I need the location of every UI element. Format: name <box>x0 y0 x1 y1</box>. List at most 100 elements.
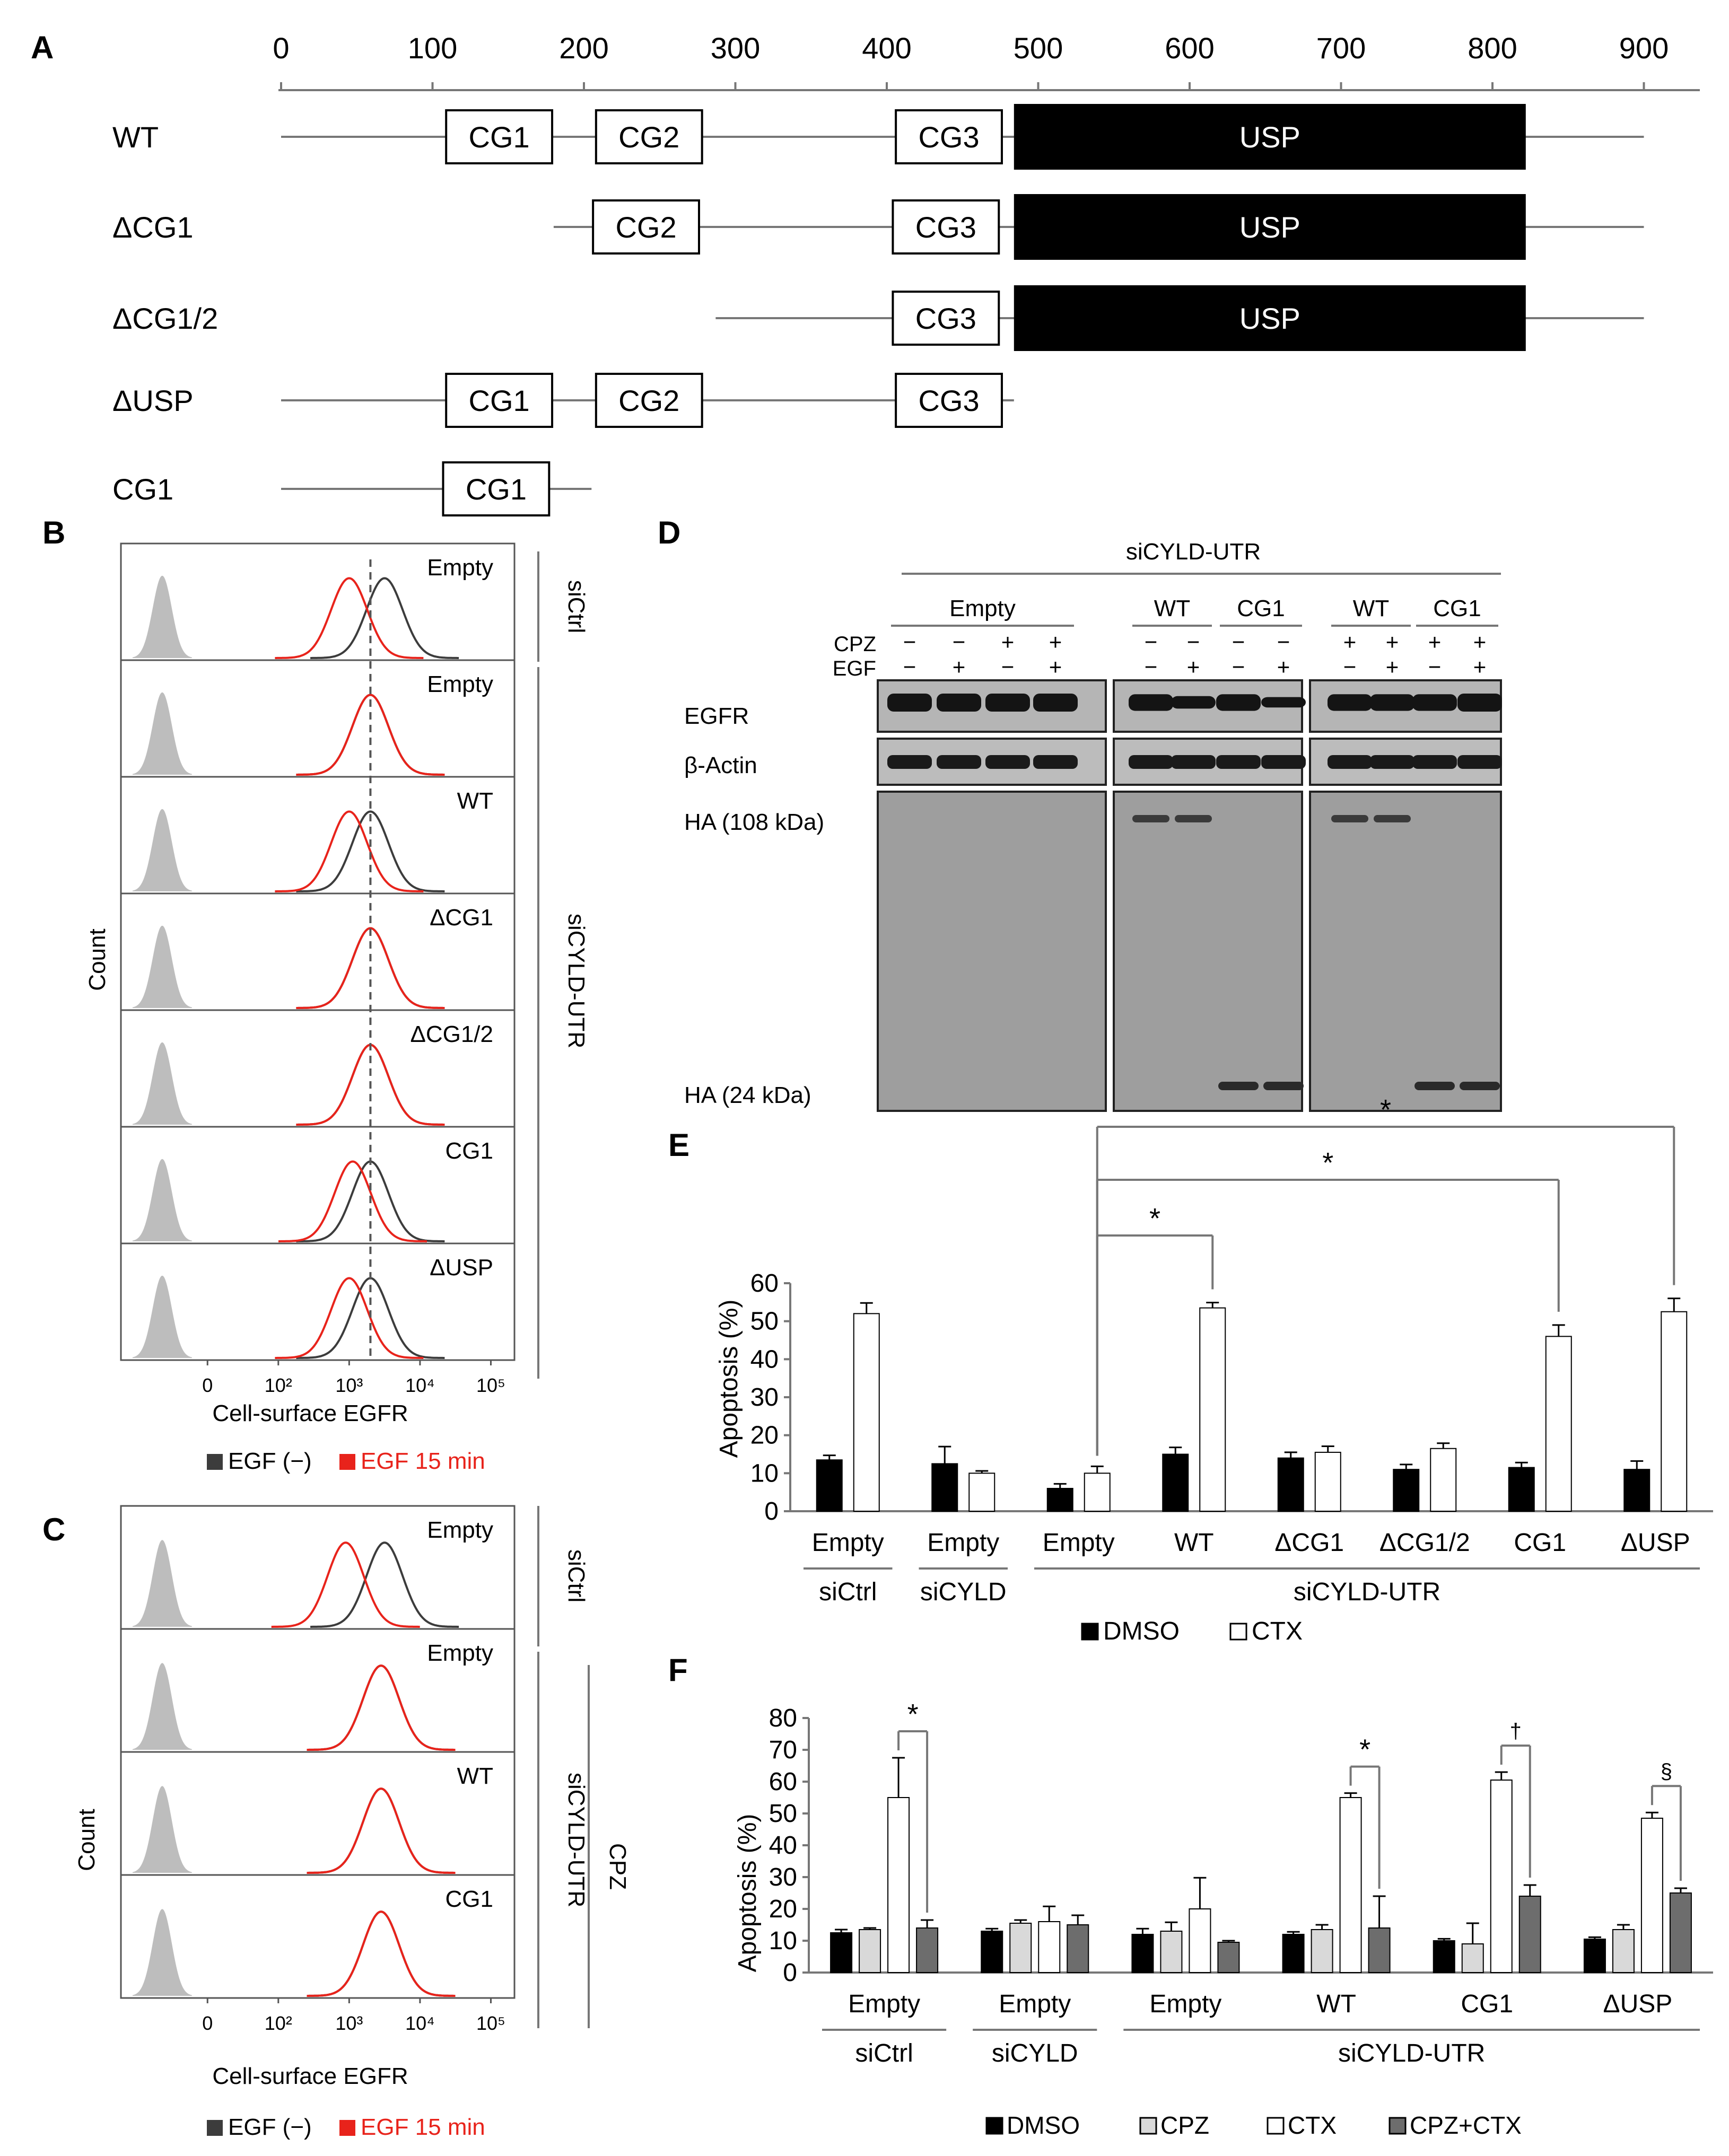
bar <box>1199 1307 1226 1512</box>
category-label: ΔUSP <box>1603 1990 1673 2018</box>
bar <box>1217 1942 1240 1973</box>
ha-24-band <box>1218 1082 1259 1090</box>
domain-label: CG1 <box>469 120 530 154</box>
legend-label: DMSO <box>1103 1617 1180 1645</box>
legend-ctrl-label: EGF (−) <box>228 1448 312 1474</box>
construct-name: WT <box>112 120 159 154</box>
y-tick-label: 40 <box>769 1831 797 1860</box>
actin-band <box>1261 755 1306 769</box>
legend-ctrl-swatch <box>207 1454 223 1470</box>
bar <box>1545 1336 1572 1512</box>
flow-row-label: WT <box>457 788 493 814</box>
panel-e-ylabel: Apoptosis (%) <box>715 1300 743 1458</box>
panel-b-xlabel: Cell-surface EGFR <box>212 1400 408 1426</box>
domain-label: CG3 <box>918 120 979 154</box>
cpz-sign: + <box>1386 629 1399 654</box>
egfr-band <box>1328 694 1372 711</box>
ha-108-band <box>1175 815 1212 822</box>
bar <box>1393 1469 1420 1512</box>
x-tick-label: 0 <box>202 1374 213 1396</box>
bar <box>931 1463 958 1512</box>
isotype-histogram <box>132 1159 192 1241</box>
cpz-sign: − <box>1145 629 1158 654</box>
egf-sign: − <box>1145 654 1158 679</box>
y-tick-label: 10 <box>769 1927 797 1955</box>
panel-b-siCYLD-label: siCYLD-UTR <box>563 914 589 1048</box>
panel-d-egfr-label: EGFR <box>684 703 749 729</box>
ha-24-band <box>1263 1082 1304 1090</box>
egf-minus-histogram <box>296 810 445 892</box>
egf-sign: + <box>1473 654 1487 679</box>
category-label: Empty <box>1149 1990 1221 2018</box>
domain-box <box>892 199 1000 255</box>
domain-box <box>595 109 703 164</box>
egf-15min-histogram <box>275 577 424 659</box>
flow-row-label: CG1 <box>446 1886 493 1912</box>
egf-15min-histogram <box>307 1787 456 1874</box>
domain-box-usp <box>1014 285 1526 351</box>
construct-name: ΔCG1/2 <box>112 302 218 335</box>
bar <box>1612 1929 1635 1973</box>
significance-mark: * <box>1149 1203 1160 1234</box>
bar <box>1661 1311 1688 1512</box>
egf-15min-histogram <box>278 1160 427 1242</box>
actin-band <box>1328 755 1372 769</box>
category-label: CG1 <box>1461 1990 1513 2018</box>
construct-name: ΔUSP <box>112 384 194 417</box>
isotype-histogram <box>132 1042 192 1125</box>
bar <box>1277 1457 1304 1512</box>
panel-b-siCtrl-label: siCtrl <box>563 580 589 633</box>
domain-label: USP <box>1239 302 1300 335</box>
egf-sign: + <box>1187 654 1200 679</box>
x-tick-label: 10³ <box>335 1374 363 1396</box>
axis-tick-label: 400 <box>862 31 911 65</box>
y-tick-label: 20 <box>769 1895 797 1923</box>
egf-minus-histogram <box>310 1541 459 1628</box>
domain-label: CG1 <box>466 472 527 506</box>
actin-band <box>1171 755 1216 769</box>
domain-label: USP <box>1239 211 1300 244</box>
axis-tick-label: 300 <box>711 31 760 65</box>
bar <box>816 1459 843 1512</box>
bar <box>1669 1892 1692 1973</box>
egf-15min-histogram <box>307 1664 456 1751</box>
panel-c-xlabel: Cell-surface EGFR <box>212 2063 408 2089</box>
egf-sign: − <box>903 654 916 679</box>
group-label: siCYLD <box>992 2039 1078 2067</box>
flow-row-label: ΔCG1 <box>430 905 493 931</box>
legend-swatch <box>1229 1623 1247 1641</box>
legend-label: CPZ <box>1160 2111 1209 2139</box>
bar <box>1518 1896 1541 1973</box>
lane-group-label: Empty <box>949 595 1016 621</box>
domain-box <box>592 199 700 255</box>
egfr-band <box>887 694 932 712</box>
egfr-band <box>1033 694 1078 712</box>
panel-b-legend: EGF (−) EGF 15 min <box>207 1448 485 1474</box>
x-tick-label: 10² <box>265 2012 292 2034</box>
lane-group-label: WT <box>1154 595 1190 621</box>
flow-frame <box>120 542 516 1361</box>
egfr-band <box>1457 694 1502 712</box>
lane-group-label: CG1 <box>1433 595 1481 621</box>
domain-label: CG3 <box>915 211 976 244</box>
egf-minus-histogram <box>307 1910 456 1997</box>
actin-band <box>1216 755 1261 769</box>
bar <box>1131 1934 1154 1973</box>
cpz-sign: + <box>1049 629 1062 654</box>
panel-c-label: C <box>42 1512 65 1547</box>
bar <box>981 1931 1003 1973</box>
bar <box>1311 1929 1333 1973</box>
group-label: siCtrl <box>819 1578 877 1606</box>
ha-blot-strip <box>1309 791 1502 1112</box>
panel-c-ylabel: Count <box>74 1809 100 1871</box>
panel-c-siCtrl-label: siCtrl <box>563 1549 589 1602</box>
bar <box>1368 1927 1391 1973</box>
